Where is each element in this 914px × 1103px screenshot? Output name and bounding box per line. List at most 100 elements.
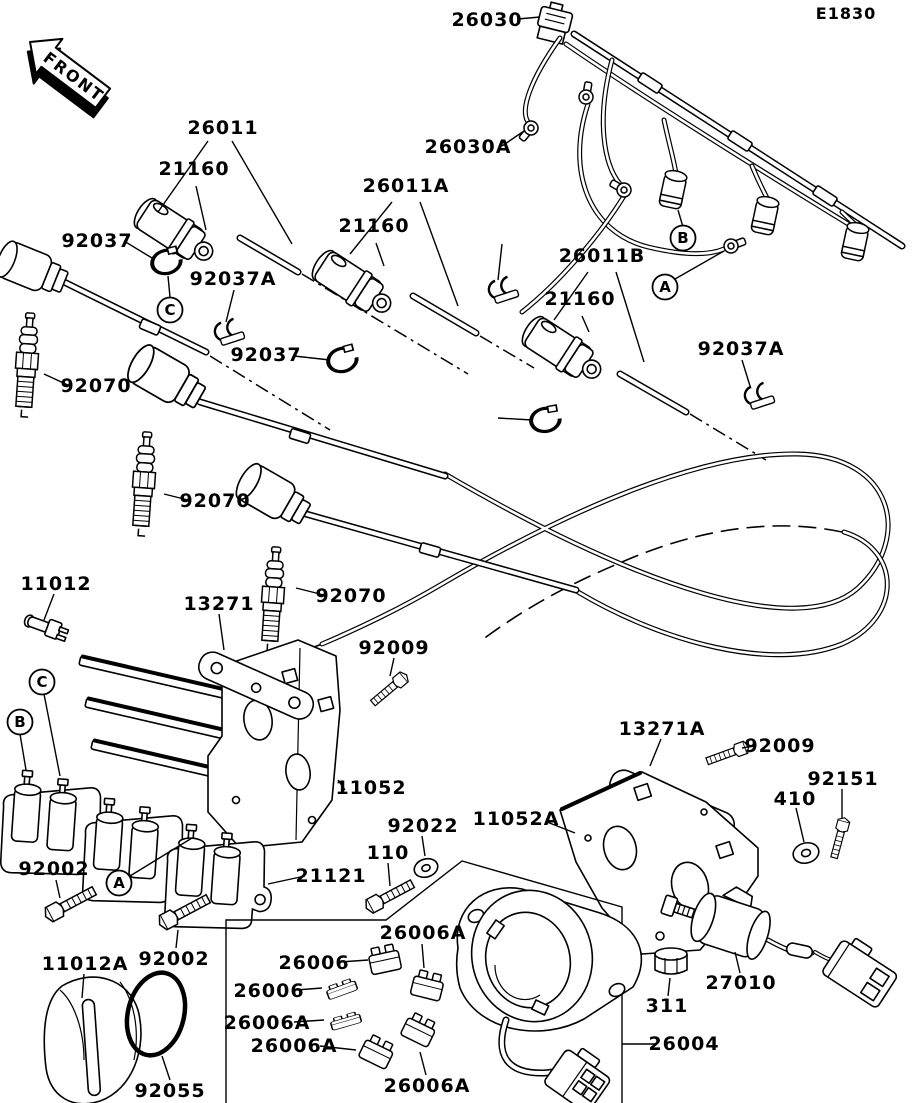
part-label-92151: 92151 (807, 768, 878, 790)
harness-plug-cap-2 (749, 194, 781, 237)
bracket-11052 (78, 639, 341, 849)
plug-cap-lead-group (0, 237, 580, 653)
spark-plug-3 (257, 545, 289, 653)
part-label-92002-2: 92002 (138, 948, 209, 970)
harness-26030 (515, 1, 906, 315)
part-label-21121: 21121 (295, 865, 366, 887)
part-label-26006A-1: 26006A (380, 922, 467, 944)
part-label-92037A-1: 92037A (190, 268, 277, 290)
part-label-11052: 11052 (335, 777, 406, 799)
fuse-26006A-3 (357, 1032, 398, 1071)
part-label-26011A: 26011A (363, 175, 450, 197)
part-label-13271: 13271 (183, 593, 254, 615)
part-label-26011B: 26011B (559, 245, 646, 267)
part-label-92002-1: 92002 (18, 858, 89, 880)
part-label-26006A-2: 26006A (224, 1012, 311, 1034)
fuse-26006A-2 (409, 968, 447, 1003)
part-label-92037-1: 92037 (61, 230, 132, 252)
part-label-26006-2: 26006 (233, 980, 304, 1002)
svg-text:A: A (659, 278, 671, 296)
part-label-92009-2: 92009 (744, 735, 815, 757)
part-label-410: 410 (774, 788, 817, 810)
part-label-92070-2: 92070 (179, 490, 250, 512)
connector-4pin (544, 1047, 611, 1103)
spark-plug-1 (11, 311, 43, 419)
part-label-26030A: 26030A (425, 136, 512, 158)
fuse-26006A-1 (328, 1010, 363, 1032)
ring-terminal-1 (515, 117, 542, 145)
plug-cap-2 (121, 340, 212, 417)
clip-92037-3 (527, 402, 564, 436)
fuse-26006-2 (324, 976, 359, 1001)
ref-circles: B A C C B A (6, 224, 697, 897)
svg-text:B: B (14, 713, 25, 731)
clip-92037-2 (323, 341, 362, 377)
ring-terminal-4 (721, 233, 749, 256)
bolt-92002-1 (41, 882, 99, 925)
part-label-11012: 11012 (20, 573, 91, 595)
part-label-11012A: 11012A (42, 953, 129, 975)
part-label-26006A-4: 26006A (384, 1075, 471, 1097)
strap-13271 (197, 651, 315, 720)
cap-11012A (43, 976, 142, 1103)
ring-terminal-3 (606, 175, 635, 201)
ref-circle-c-bottom: C (28, 668, 56, 696)
ref-circle-b-bottom: B (6, 708, 34, 736)
harness-connector-26030 (536, 1, 574, 45)
front-arrow: FRONT (26, 37, 112, 119)
svg-text:C: C (164, 301, 175, 319)
part-label-92070-3: 92070 (315, 585, 386, 607)
washer-92022 (413, 857, 439, 879)
part-labels: E1830 26030 26030A 26011 21160 92037 920… (18, 4, 878, 1102)
part-label-92009-1: 92009 (358, 637, 429, 659)
harness-plug-cap-3 (839, 220, 871, 263)
part-label-26004: 26004 (648, 1033, 719, 1055)
harness-plug-cap-1 (657, 168, 689, 211)
coil-21160-1 (127, 192, 223, 273)
part-label-13271A: 13271A (619, 718, 706, 740)
cover-26004 (455, 887, 643, 1103)
ref-circle-a-top: A (651, 273, 679, 301)
svg-text:C: C (36, 673, 47, 691)
part-label-21160-3: 21160 (544, 288, 615, 310)
part-label-26006-1: 26006 (278, 952, 349, 974)
part-label-92022: 92022 (387, 815, 458, 837)
leader-lines (19, 16, 843, 1081)
part-label-92037A-2: 92037A (698, 338, 785, 360)
part-label-21160-1: 21160 (158, 158, 229, 180)
terminal-11012 (23, 614, 70, 643)
part-label-11052A: 11052A (473, 808, 560, 830)
diagram-code: E1830 (816, 4, 876, 23)
clamp-92037A-1 (211, 316, 247, 348)
clamp-92037A-3 (741, 380, 777, 412)
connector-2pin (822, 937, 898, 1008)
o-ring-92055 (124, 970, 188, 1058)
fuse-26006A-4 (399, 1010, 440, 1049)
part-label-26030: 26030 (451, 9, 522, 31)
switch-27010 (660, 886, 898, 1008)
part-label-110: 110 (367, 842, 410, 864)
plug-lead-loops (319, 451, 891, 658)
clamp-92037A-2 (485, 274, 521, 306)
part-label-92055: 92055 (134, 1080, 205, 1102)
ref-circle-a-bottom: A (105, 869, 133, 897)
fuse-26006-1 (366, 942, 403, 976)
part-label-92070-1: 92070 (60, 375, 131, 397)
ref-circle-c-top: C (156, 296, 184, 324)
part-label-21160-2: 21160 (338, 215, 409, 237)
coil-21160-2 (305, 244, 401, 325)
washer-410 (792, 841, 820, 865)
spark-plug-2 (128, 430, 160, 538)
part-label-92037-2: 92037 (230, 344, 301, 366)
svg-text:B: B (677, 229, 688, 247)
nut-311 (654, 947, 688, 975)
part-label-26006A-3: 26006A (251, 1035, 338, 1057)
part-label-311: 311 (646, 995, 689, 1017)
part-label-26011: 26011 (187, 117, 258, 139)
ref-circle-b-top: B (669, 224, 697, 252)
part-label-27010: 27010 (705, 972, 776, 994)
screw-92151 (827, 815, 852, 860)
coil-21160-3 (515, 310, 611, 391)
